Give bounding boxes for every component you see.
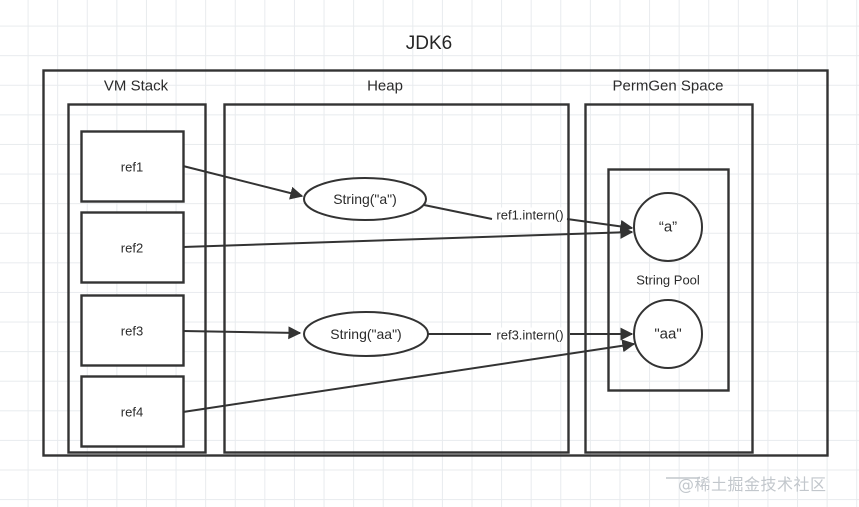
heap-region-box bbox=[223, 103, 570, 454]
stack-frame-label-ref1: ref1 bbox=[120, 159, 144, 175]
region-label-heap: Heap bbox=[367, 77, 403, 95]
stack-frame-label-ref2: ref2 bbox=[120, 240, 144, 256]
stack-frame-ref3 bbox=[80, 294, 185, 367]
watermark: @稀土掘金技术社区 bbox=[678, 475, 827, 494]
pool-item-label-aa: "aa" bbox=[654, 325, 682, 343]
edge-ref2-to-pool-a bbox=[182, 225, 634, 248]
region-label-permgen: PermGen Space bbox=[612, 77, 724, 95]
pool-item-aa bbox=[633, 299, 703, 369]
heap-object-label-string-aa: String("aa") bbox=[330, 326, 402, 342]
edge-label-ref3-intern: ref3.intern() bbox=[494, 327, 566, 343]
stack-frame-label-ref4: ref4 bbox=[120, 404, 144, 420]
string-pool-label: String Pool bbox=[636, 272, 700, 288]
stack-frame-label-ref3: ref3 bbox=[120, 323, 144, 339]
edge-ref3-to-string-aa bbox=[182, 326, 302, 340]
pool-item-label-a: “a” bbox=[658, 218, 678, 236]
edge-ref1-to-string-a bbox=[182, 165, 304, 200]
edge-ref4-to-pool-aa bbox=[182, 339, 636, 413]
region-label-vm-stack: VM Stack bbox=[103, 77, 169, 95]
page-title: JDK6 bbox=[405, 33, 453, 54]
heap-object-label-string-a: String("a") bbox=[333, 191, 397, 207]
outer-container-box bbox=[42, 69, 829, 457]
string-pool-box bbox=[607, 168, 730, 392]
permgen-region-box bbox=[584, 103, 754, 454]
stack-frame-ref2 bbox=[80, 211, 185, 284]
edge-label-ref1-intern: ref1.intern() bbox=[494, 207, 566, 223]
edge-string-a-to-pool-a-tail bbox=[566, 218, 634, 233]
heap-object-string-a bbox=[303, 177, 427, 221]
vm-stack-region-box bbox=[67, 103, 207, 454]
pool-item-a bbox=[633, 192, 703, 262]
edge-string-a-to-pool-a bbox=[423, 204, 493, 220]
